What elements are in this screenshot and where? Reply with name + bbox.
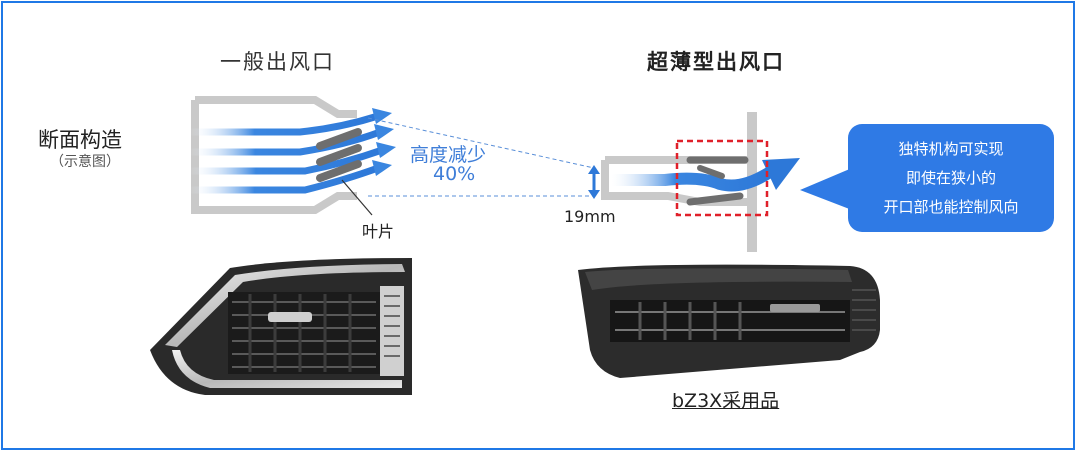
section-label: 断面构造 bbox=[38, 128, 122, 152]
section-sublabel: （示意图） bbox=[50, 154, 120, 170]
slim-louver-mid bbox=[697, 165, 725, 179]
louver-leader-line bbox=[341, 179, 373, 216]
reduction-guide-top bbox=[367, 117, 595, 169]
mechanism-highlight-box bbox=[675, 139, 769, 217]
slim-louver-bottom bbox=[686, 192, 744, 206]
height-dimension-label: 19mm bbox=[564, 207, 616, 226]
general-vent-photo bbox=[150, 258, 412, 395]
height-double-arrow bbox=[588, 165, 600, 199]
slim-vent-section bbox=[601, 112, 800, 252]
general-airflow-arrows bbox=[188, 108, 396, 194]
feature-callout: 独特机构可实现 即使在狭小的 开口部也能控制风向 bbox=[848, 124, 1054, 232]
slim-vent-title: 超薄型出风口 bbox=[647, 50, 785, 74]
slim-airflow-arrow bbox=[612, 166, 774, 192]
general-vent-title: 一般出风口 bbox=[220, 50, 335, 74]
callout-line-1: 独特机构可实现 bbox=[898, 140, 1004, 158]
slim-airflow-arrowhead bbox=[762, 158, 800, 190]
slim-vent-photo bbox=[578, 264, 880, 378]
callout-line-2: 即使在狭小的 bbox=[905, 169, 996, 187]
louver-label: 叶片 bbox=[362, 222, 395, 241]
height-reduction-label: 高度减少 bbox=[410, 144, 487, 166]
height-reduction-percent: 40% bbox=[433, 163, 476, 185]
general-vent-section bbox=[188, 96, 396, 216]
callout-line-3: 开口部也能控制风向 bbox=[883, 198, 1019, 216]
bz3x-caption: bZ3X采用品 bbox=[672, 390, 780, 412]
general-louvers bbox=[316, 128, 362, 182]
callout-pointer bbox=[800, 168, 852, 210]
